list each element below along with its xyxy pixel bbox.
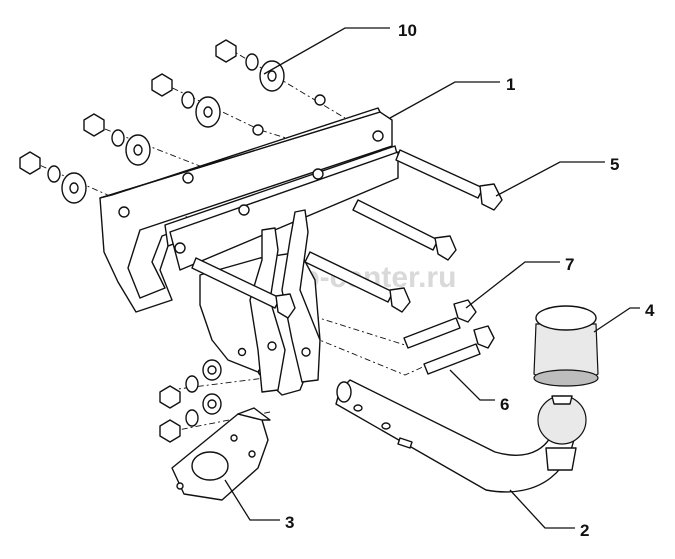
tow-ball <box>537 395 587 445</box>
mounting-bracket <box>99 94 399 313</box>
callout-7: 7 <box>565 255 574 274</box>
callout-1: 1 <box>506 75 515 94</box>
callout-2: 2 <box>580 521 589 540</box>
callout-6: 6 <box>500 395 509 414</box>
socket-plate <box>171 407 271 501</box>
callout-3: 3 <box>285 513 294 532</box>
ball-cap <box>533 305 599 387</box>
lower-nut-washer-stacks <box>159 359 222 443</box>
callout-4: 4 <box>645 301 655 320</box>
callout-leaders <box>224 27 640 529</box>
short-bolts <box>403 299 495 375</box>
long-bolts <box>191 149 503 319</box>
nut-washer-stacks <box>19 39 285 204</box>
callout-5: 5 <box>610 155 619 174</box>
towball-bar <box>335 379 577 493</box>
callout-10: 10 <box>398 21 417 40</box>
